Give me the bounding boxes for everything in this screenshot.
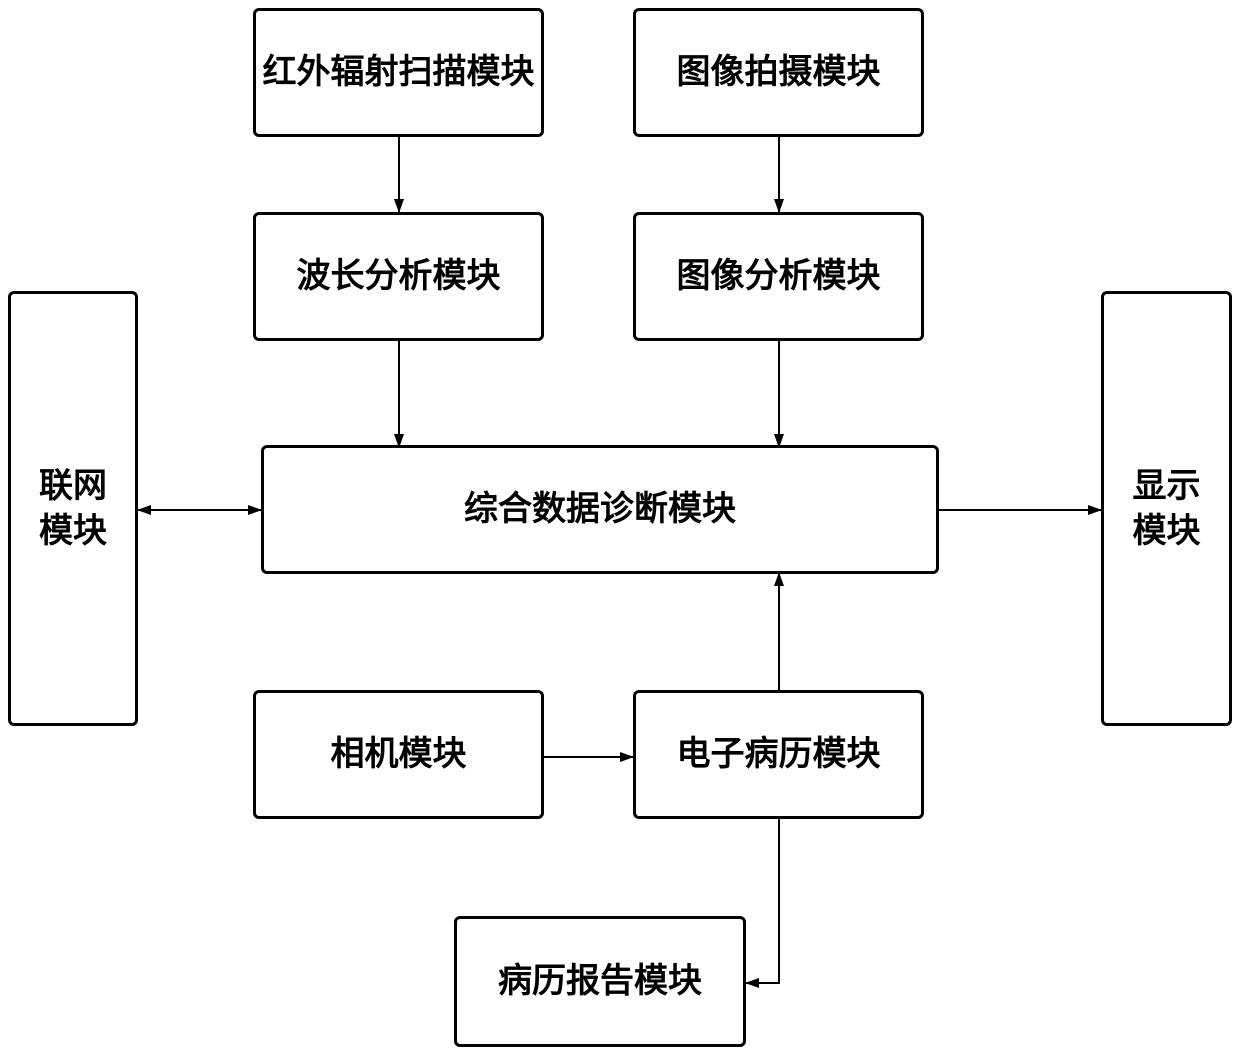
medical-report-module: 病历报告模块 [454, 916, 746, 1047]
networking-module: 联网模块 [8, 291, 138, 726]
camera-module-label: 相机模块 [327, 734, 471, 775]
networking-module-label: 联网模块 [29, 464, 117, 552]
camera-module: 相机模块 [253, 690, 544, 819]
infrared-scan-module-label: 红外辐射扫描模块 [257, 52, 541, 93]
comprehensive-diagnosis-module: 综合数据诊断模块 [261, 445, 939, 574]
medical-report-module-label: 病历报告模块 [494, 961, 706, 1002]
electronic-medical-record-module: 电子病历模块 [633, 690, 924, 819]
image-analysis-module-label: 图像分析模块 [673, 256, 885, 297]
comprehensive-diagnosis-module-label: 综合数据诊断模块 [460, 489, 740, 530]
wavelength-analysis-module-label: 波长分析模块 [293, 256, 505, 297]
display-module: 显示模块 [1101, 291, 1232, 726]
wavelength-analysis-module: 波长分析模块 [253, 212, 544, 341]
infrared-scan-module: 红外辐射扫描模块 [253, 8, 544, 137]
image-analysis-module: 图像分析模块 [633, 212, 924, 341]
image-capture-module-label: 图像拍摄模块 [673, 52, 885, 93]
electronic-medical-record-module-label: 电子病历模块 [673, 734, 885, 775]
image-capture-module: 图像拍摄模块 [633, 8, 924, 137]
display-module-label: 显示模块 [1123, 464, 1211, 552]
edge-records-to-report [746, 819, 779, 983]
